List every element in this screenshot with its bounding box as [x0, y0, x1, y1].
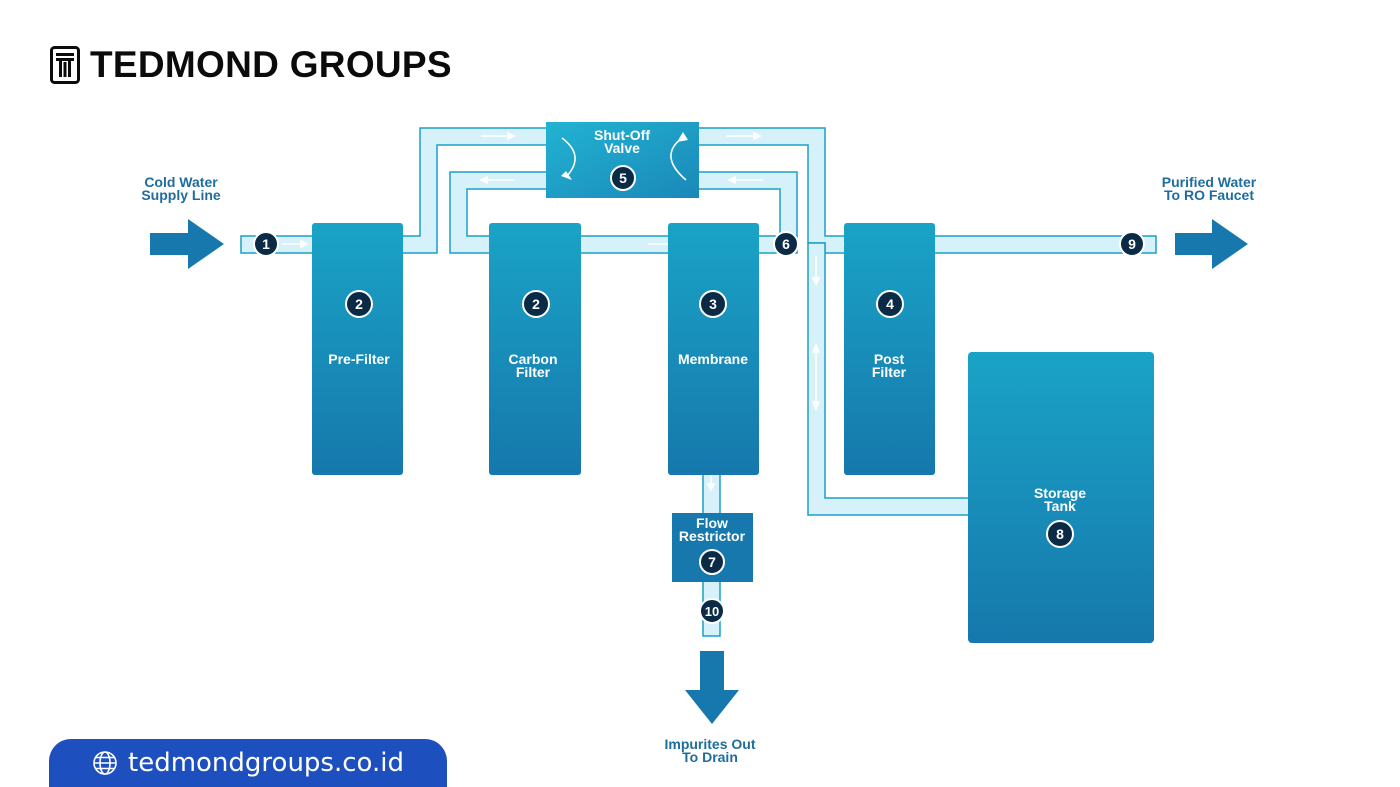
- badge-drain: 10: [699, 598, 725, 624]
- brand-name: TEDMOND GROUPS: [90, 44, 452, 85]
- badge-junction: 6: [773, 231, 799, 257]
- carbon-filter-label-line1: Carbon: [509, 351, 558, 367]
- inlet-arrow-icon: [150, 219, 224, 269]
- badge-outlet-number: 9: [1128, 236, 1136, 252]
- outlet-label-line2: To RO Faucet: [1164, 187, 1254, 203]
- pre-filter-label: Pre-Filter: [328, 351, 390, 367]
- flow-arrow-down: [811, 256, 821, 286]
- flow-arrow-left: [479, 175, 514, 185]
- badge-inlet: 1: [253, 231, 279, 257]
- badge-carbon: 2: [522, 290, 550, 318]
- badge-valve: 5: [610, 165, 636, 191]
- badge-membrane: 3: [699, 290, 727, 318]
- post-filter-label-line1: Post: [874, 351, 905, 367]
- curved-arrow-head-icon: [677, 132, 688, 142]
- outlet-arrow-icon: [1175, 219, 1248, 269]
- flow-arrow-bidirectional: [811, 342, 821, 412]
- flow-arrow-left: [727, 175, 763, 185]
- flow-arrow-right: [481, 131, 516, 141]
- drain-label-line2: To Drain: [682, 749, 738, 765]
- badge-post-number: 4: [886, 296, 894, 312]
- badge-post: 4: [876, 290, 904, 318]
- shutoff-valve-label-line1: Shut-Off: [594, 127, 650, 143]
- flow-restrictor-label-line2: Restrictor: [679, 528, 746, 544]
- carbon-filter-label-line2: Filter: [516, 364, 551, 380]
- drain-arrow-icon: [685, 651, 739, 724]
- flow-arrow-right: [282, 239, 309, 249]
- inlet-label-line2: Supply Line: [141, 187, 221, 203]
- storage-tank-label-line2: Tank: [1044, 498, 1076, 514]
- outlet-label-line1: Purified Water: [1162, 174, 1257, 190]
- badge-inlet-number: 1: [262, 236, 270, 252]
- badge-prefilter: 2: [345, 290, 373, 318]
- carbon-filter: [489, 223, 581, 475]
- globe-icon: [93, 751, 117, 775]
- badge-tank: 8: [1046, 520, 1074, 548]
- shutoff-valve-label-line2: Valve: [604, 140, 640, 156]
- brand-header: TEDMOND GROUPS: [50, 42, 452, 88]
- flow-restrictor-label-line1: Flow: [696, 515, 728, 531]
- badge-prefilter-number: 2: [355, 296, 363, 312]
- flow-arrow-right: [726, 131, 762, 141]
- badge-restrictor-number: 7: [708, 554, 716, 570]
- badge-outlet: 9: [1119, 231, 1145, 257]
- inlet-label-line1: Cold Water: [144, 174, 218, 190]
- badge-valve-number: 5: [619, 170, 627, 186]
- post-filter-label-line2: Filter: [872, 364, 907, 380]
- post-filter: [844, 223, 935, 475]
- badge-carbon-number: 2: [532, 296, 540, 312]
- pipe-network: [240, 127, 1157, 637]
- curved-arrow-icon: [561, 137, 576, 178]
- pre-filter: [312, 223, 403, 475]
- website-link[interactable]: tedmondgroups.co.id: [49, 739, 447, 787]
- badge-drain-number: 10: [705, 604, 719, 619]
- storage-tank-label-line1: Storage: [1034, 485, 1086, 501]
- badge-tank-number: 8: [1056, 526, 1064, 542]
- membrane-label: Membrane: [678, 351, 748, 367]
- badge-restrictor: 7: [699, 549, 725, 575]
- badge-membrane-number: 3: [709, 296, 717, 312]
- badge-junction-number: 6: [782, 236, 790, 252]
- storage-tank: [968, 352, 1154, 643]
- curved-arrow-head-icon: [561, 171, 572, 180]
- website-url[interactable]: tedmondgroups.co.id: [128, 748, 404, 778]
- tedmond-logo-icon: [50, 46, 80, 84]
- drain-label-line1: Impurites Out: [664, 736, 755, 752]
- membrane: [668, 223, 759, 475]
